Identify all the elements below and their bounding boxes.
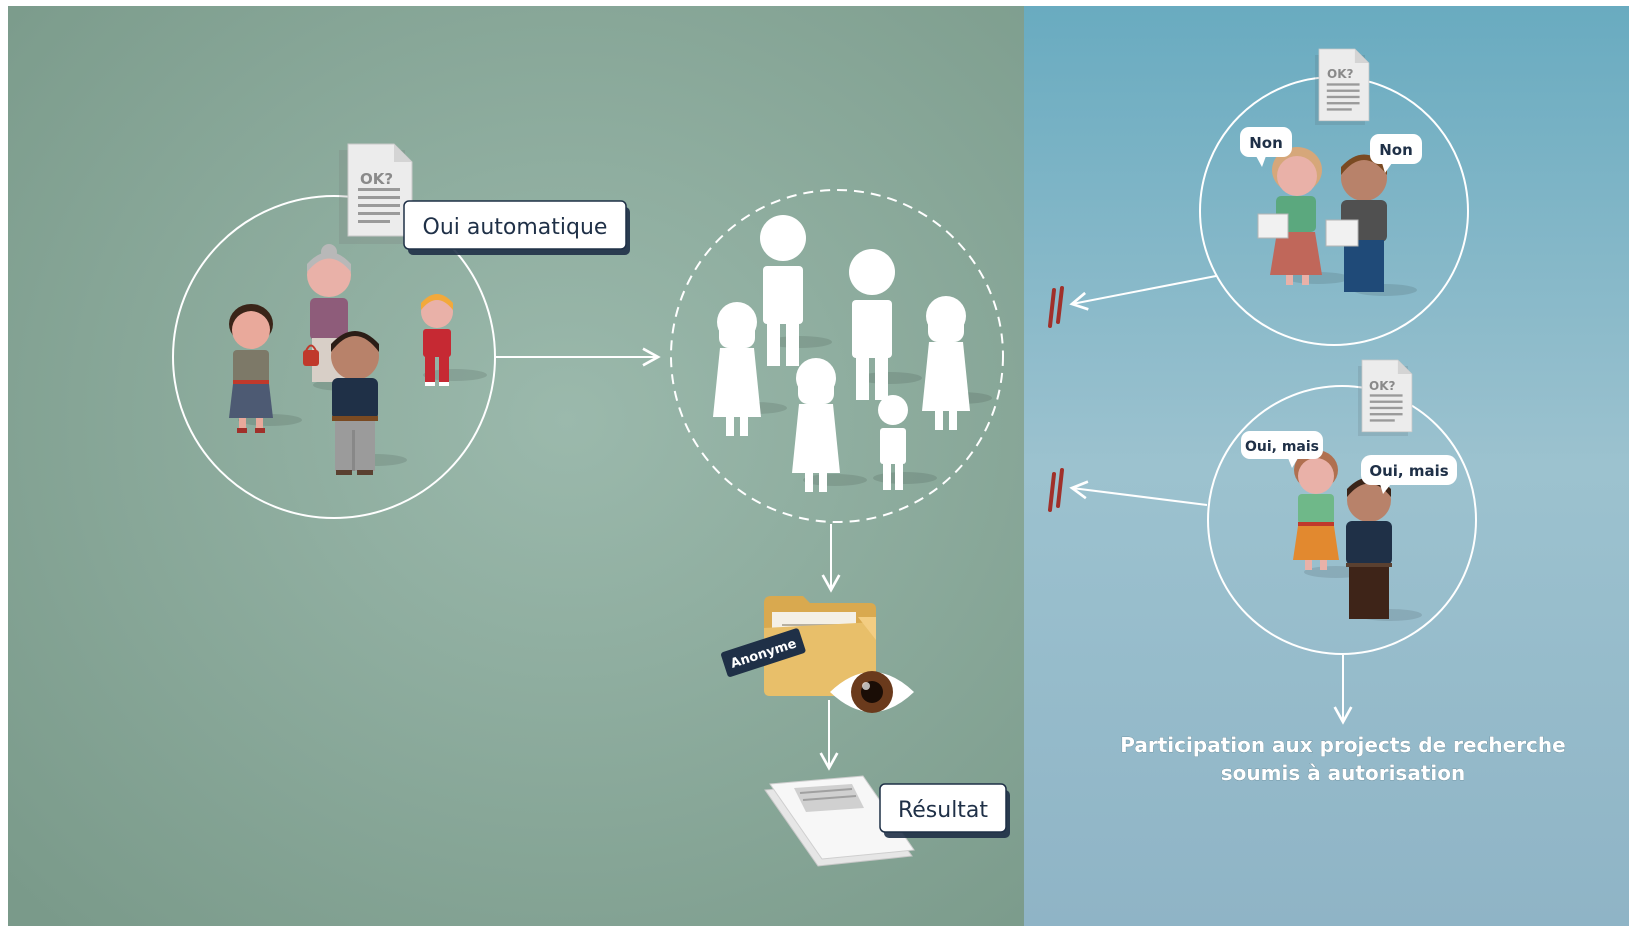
person-girl-orange-skirt [1293, 450, 1368, 578]
eye-icon [830, 671, 914, 713]
reject-mark-top [1048, 286, 1064, 328]
conditional-document-icon: OK? [1358, 359, 1413, 436]
refusal-group-circle: OK? Non Non [1199, 48, 1469, 346]
oui-automatique-label-box: Oui automatique [403, 200, 630, 255]
oui-mais-bubble-left: Oui, mais [1241, 431, 1323, 468]
non-bubble-left: Non [1240, 127, 1292, 167]
participation-caption-line1: Participation aux projects de recherche [1120, 733, 1565, 757]
oui-mais-bubble-right-text: Oui, mais [1369, 462, 1448, 480]
consent-document-icon: OK? [339, 143, 413, 244]
resultat-label-box: Résultat [879, 783, 1010, 838]
reject-mark-bottom [1048, 468, 1064, 512]
arrow-rejected-bottom [1069, 480, 1208, 506]
oui-mais-bubble-right: Oui, mais [1361, 455, 1457, 494]
refusal-document-icon: OK? [1315, 48, 1370, 125]
oui-mais-bubble-left-text: Oui, mais [1245, 439, 1319, 455]
person-woman-brown-hair [229, 304, 302, 433]
conditional-document-label: OK? [1369, 379, 1396, 393]
participation-caption: Participation aux projects de recherche … [1120, 733, 1566, 786]
conditional-group-circle: OK? Oui, mais Oui, mai [1207, 359, 1477, 655]
consent-group-circle: OK? Oui automatique [172, 143, 630, 519]
left-panel [8, 6, 1024, 926]
person-woman-blonde [1257, 147, 1350, 285]
person-grandmother [303, 244, 377, 391]
participation-caption-line2: soumis à autorisation [1221, 761, 1465, 785]
refusal-document-label: OK? [1327, 67, 1354, 81]
non-bubble-right-text: Non [1379, 141, 1413, 159]
result-papers-icon [764, 775, 915, 867]
non-bubble-left-text: Non [1249, 134, 1283, 152]
resultat-text: Résultat [898, 798, 988, 823]
person-child-red-overalls [421, 294, 487, 386]
arrow-rejected-top [1069, 275, 1217, 311]
person-man-navy-shirt [331, 331, 407, 475]
non-bubble-right: Non [1370, 134, 1422, 173]
consent-document-label: OK? [360, 170, 393, 188]
person-boy-navy-shirt [1346, 477, 1422, 621]
anonymised-group-circle [670, 189, 1004, 523]
oui-automatique-text: Oui automatique [423, 215, 608, 240]
